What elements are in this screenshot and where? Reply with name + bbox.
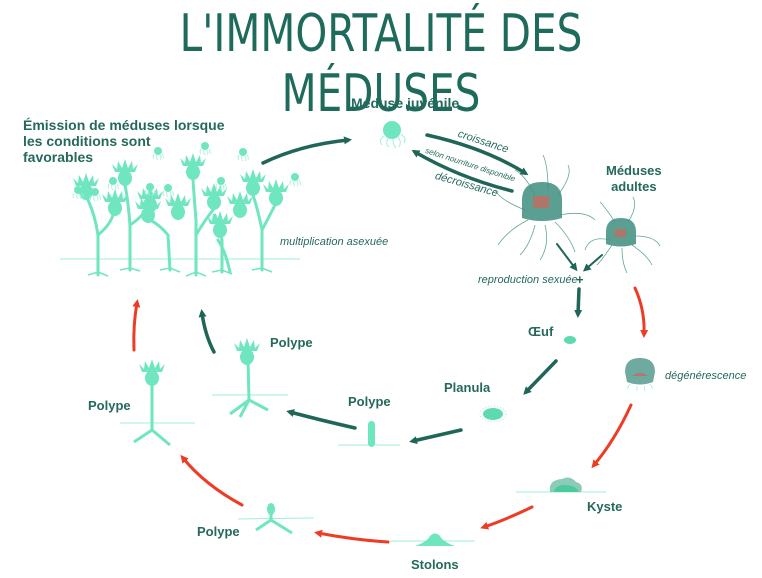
young-polyp-illustration [338, 421, 400, 447]
egg-illustration [564, 336, 576, 344]
planula-label: Planula [444, 380, 491, 395]
arrow-emission-to-juvenile [261, 136, 352, 165]
arrow-cyst-to-stolons [480, 505, 534, 530]
sexual-reproduction-label: reproduction sexuée [478, 274, 578, 286]
polyp-young-label: Polype [348, 394, 391, 409]
polyp-mid-illustration [212, 338, 288, 418]
arrow-egg-to-planula [523, 359, 558, 395]
emission-label: Émission de méduses lorsque les conditio… [23, 117, 225, 165]
polyp-bottom-illustration [237, 503, 315, 535]
emission-label-line3: favorables [23, 149, 94, 165]
polyp-left-label: Polype [88, 398, 131, 413]
degeneration-label: dégénérescence [665, 370, 747, 382]
arrow-adult2-to-reproduction [582, 254, 603, 272]
arrow-reproduction-to-egg [574, 287, 583, 318]
page-title: L'IMMORTALITÉ DES MÉDUSES [179, 4, 583, 124]
polyp-colony-illustration [60, 141, 301, 277]
degenerating-medusa-illustration [625, 358, 655, 392]
polyp-mid-label: Polype [270, 335, 313, 350]
emission-label-line1: Émission de méduses lorsque [23, 117, 225, 133]
stolons-label: Stolons [411, 557, 459, 572]
arrow-polyp-left-to-colony [132, 299, 141, 352]
stolons-illustration [390, 533, 475, 546]
juvenile-medusa-illustration [379, 121, 406, 149]
arrow-polyp-to-polyp [286, 409, 357, 430]
adult-medusae-illustration [494, 154, 661, 274]
arrow-adult-to-degeneration [633, 286, 649, 338]
cyst-illustration [516, 477, 606, 493]
arrow-planula-to-polyp [409, 428, 463, 445]
arrow-polyp-to-colony [198, 309, 216, 354]
polyp-left-illustration [120, 359, 195, 447]
planula-illustration [479, 405, 507, 423]
arrow-adult1-to-reproduction [556, 243, 578, 272]
arrow-shrinkage [411, 149, 514, 193]
cyst-label: Kyste [587, 499, 623, 514]
adult-medusae-label: Méduses adultes [606, 163, 662, 195]
multiplication-label: multiplication asexuée [280, 236, 389, 248]
polyp-bottom-label: Polype [197, 524, 240, 539]
arrow-degeneration-to-cyst [591, 403, 633, 469]
arrow-polyp-bottom-to-polyp-left [180, 454, 244, 507]
adult-medusae-label-line1: Méduses [606, 163, 662, 178]
adult-medusae-label-line2: adultes [611, 179, 657, 194]
arrow-stolons-to-polyp [314, 529, 390, 544]
emission-label-line2: les conditions sont [23, 133, 151, 149]
plus-sign: + [576, 272, 584, 287]
juvenile-medusa-label: Méduse juvénile [351, 95, 460, 111]
arrow-growth [425, 133, 529, 176]
egg-label: Œuf [528, 324, 554, 339]
